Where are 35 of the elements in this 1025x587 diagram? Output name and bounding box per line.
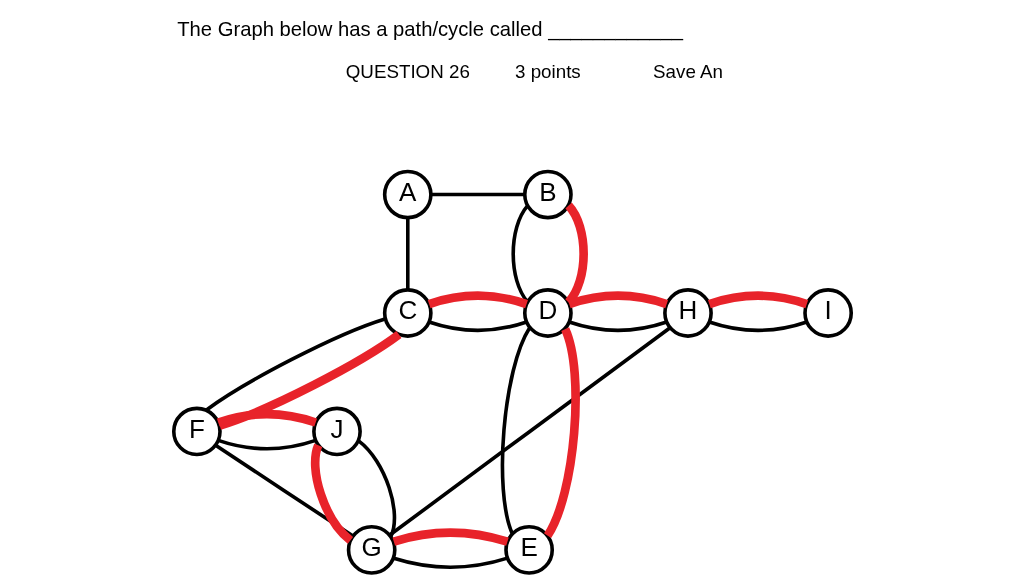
connector bbox=[427, 291, 528, 309]
connector bbox=[543, 327, 580, 538]
connector bbox=[205, 317, 386, 412]
label: Save An bbox=[653, 61, 723, 83]
node-circle: B bbox=[522, 169, 573, 220]
connector bbox=[388, 326, 672, 537]
connector bbox=[567, 291, 668, 309]
connector bbox=[392, 528, 509, 546]
connector bbox=[500, 326, 532, 535]
connector bbox=[511, 204, 529, 303]
node-circle: J bbox=[312, 406, 362, 457]
connector bbox=[216, 409, 317, 427]
connector bbox=[214, 443, 354, 538]
node-circle: G bbox=[346, 524, 397, 575]
node-circle: F bbox=[171, 406, 222, 457]
node-circle: C bbox=[382, 288, 433, 338]
label: 3 points bbox=[515, 61, 581, 83]
connector bbox=[431, 192, 525, 197]
connector bbox=[568, 320, 668, 333]
connector bbox=[708, 320, 808, 333]
connector bbox=[218, 331, 402, 430]
node-circle: I bbox=[803, 288, 854, 338]
connector bbox=[405, 217, 410, 290]
label: QUESTION 26 bbox=[345, 61, 470, 83]
diagram-title: The Graph below has a path/cycle called ____________ bbox=[177, 17, 684, 40]
node-circle: A bbox=[382, 169, 433, 220]
connector bbox=[393, 556, 508, 569]
connector bbox=[357, 439, 397, 538]
connector bbox=[428, 320, 528, 333]
connector bbox=[708, 291, 809, 309]
node-circle: E bbox=[504, 524, 555, 575]
node-circle: D bbox=[522, 288, 573, 338]
connector bbox=[217, 438, 317, 451]
node-circle: H bbox=[663, 288, 713, 338]
connector bbox=[310, 443, 354, 544]
